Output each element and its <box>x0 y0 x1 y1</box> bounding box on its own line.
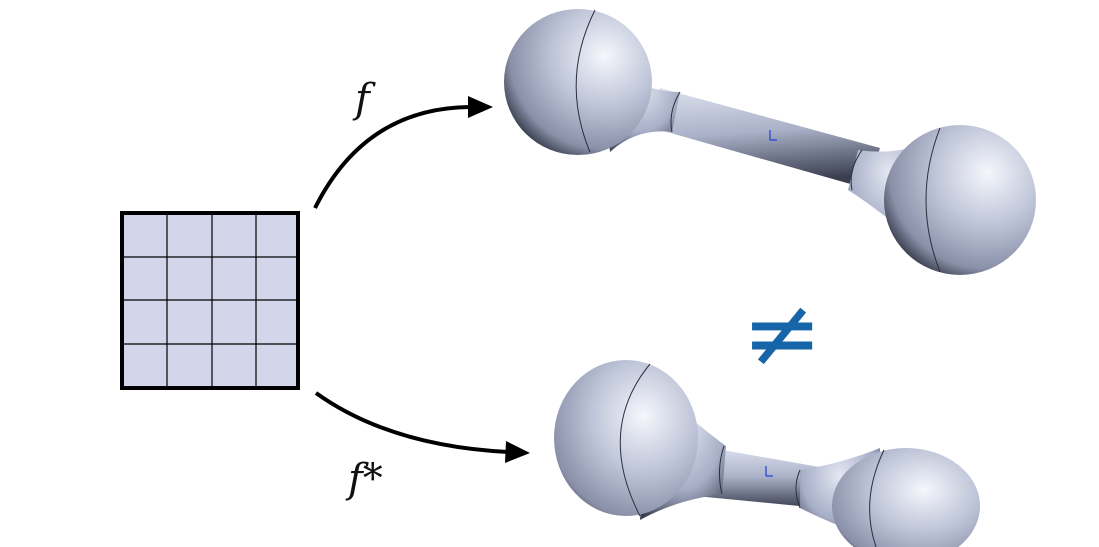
grid-border <box>120 211 300 390</box>
label-f-star: f* <box>345 456 383 502</box>
arrow-f <box>313 96 493 209</box>
right-ball-top <box>884 125 1036 275</box>
dumbbell-bottom <box>554 360 980 547</box>
label-f: f <box>352 76 376 122</box>
left-ball-bottom <box>554 360 698 516</box>
rod-top <box>646 88 880 189</box>
dumbbell-top <box>504 9 1036 275</box>
axis-marker-bottom <box>765 466 773 477</box>
right-ball-bottom <box>832 448 980 547</box>
arrowhead-f-star <box>505 441 530 463</box>
grid-lines <box>122 213 298 388</box>
not-equal-symbol: ≠ <box>742 277 822 389</box>
rod-bottom <box>696 446 825 508</box>
domain-grid <box>120 211 300 390</box>
axis-marker-top <box>769 130 777 141</box>
seam-lines-bottom <box>619 363 885 547</box>
arrowhead-f <box>468 96 493 118</box>
arrow-f-star <box>314 391 530 463</box>
seam-lines-top <box>575 9 941 273</box>
left-ball-top <box>504 9 652 155</box>
